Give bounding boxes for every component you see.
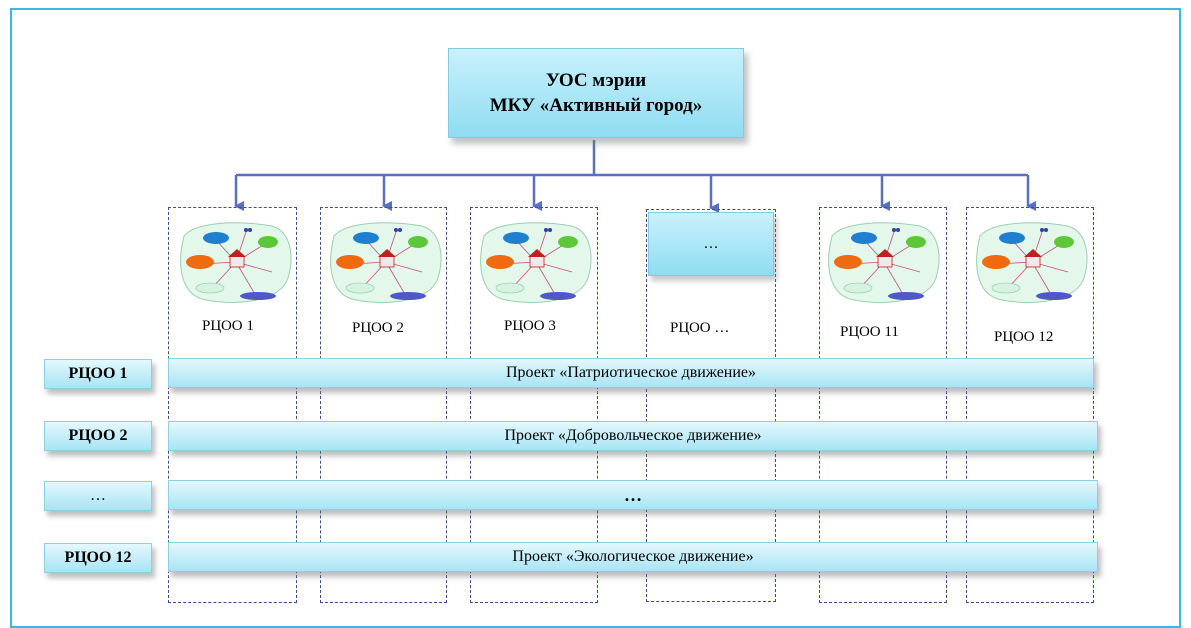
- column-6: [966, 207, 1094, 603]
- column-3: [470, 207, 598, 603]
- project-bar-4: Проект «Экологическое движение»: [168, 542, 1098, 572]
- row-label-2: РЦОО 2: [44, 421, 152, 451]
- column-label-6: РЦОО 12: [994, 329, 1054, 345]
- column-label-2: РЦОО 2: [352, 320, 404, 336]
- network-map-icon: [480, 222, 592, 303]
- row-label-1: РЦОО 1: [44, 359, 152, 389]
- connector-lines: [234, 140, 1036, 213]
- project-bar-3: …: [168, 480, 1098, 510]
- column-1: [168, 207, 297, 603]
- top-org-line-1: УОС мэрии: [545, 70, 647, 91]
- column-5: [819, 207, 947, 603]
- network-map-icon: [828, 222, 940, 303]
- ellipsis-box: …: [648, 212, 774, 276]
- network-map-icon: [976, 222, 1088, 303]
- column-label-3: РЦОО 3: [504, 318, 556, 334]
- project-bar-2: Проект «Добровольческое движение»: [168, 421, 1098, 451]
- row-label-4: РЦОО 12: [44, 543, 152, 573]
- top-org-line-2: МКУ «Активный город»: [489, 95, 703, 116]
- column-4: [646, 209, 776, 602]
- project-bar-1: Проект «Патриотическое движение»: [168, 358, 1094, 388]
- network-map-icon: [180, 222, 292, 303]
- network-map-icon: [330, 222, 442, 303]
- top-org-box: УОС мэрии МКУ «Активный город»: [448, 48, 744, 138]
- column-label-1: РЦОО 1: [202, 318, 254, 334]
- column-label-5: РЦОО 11: [840, 324, 899, 340]
- column-label-4: РЦОО …: [670, 320, 730, 336]
- row-label-3: …: [44, 481, 152, 511]
- column-2: [320, 207, 447, 603]
